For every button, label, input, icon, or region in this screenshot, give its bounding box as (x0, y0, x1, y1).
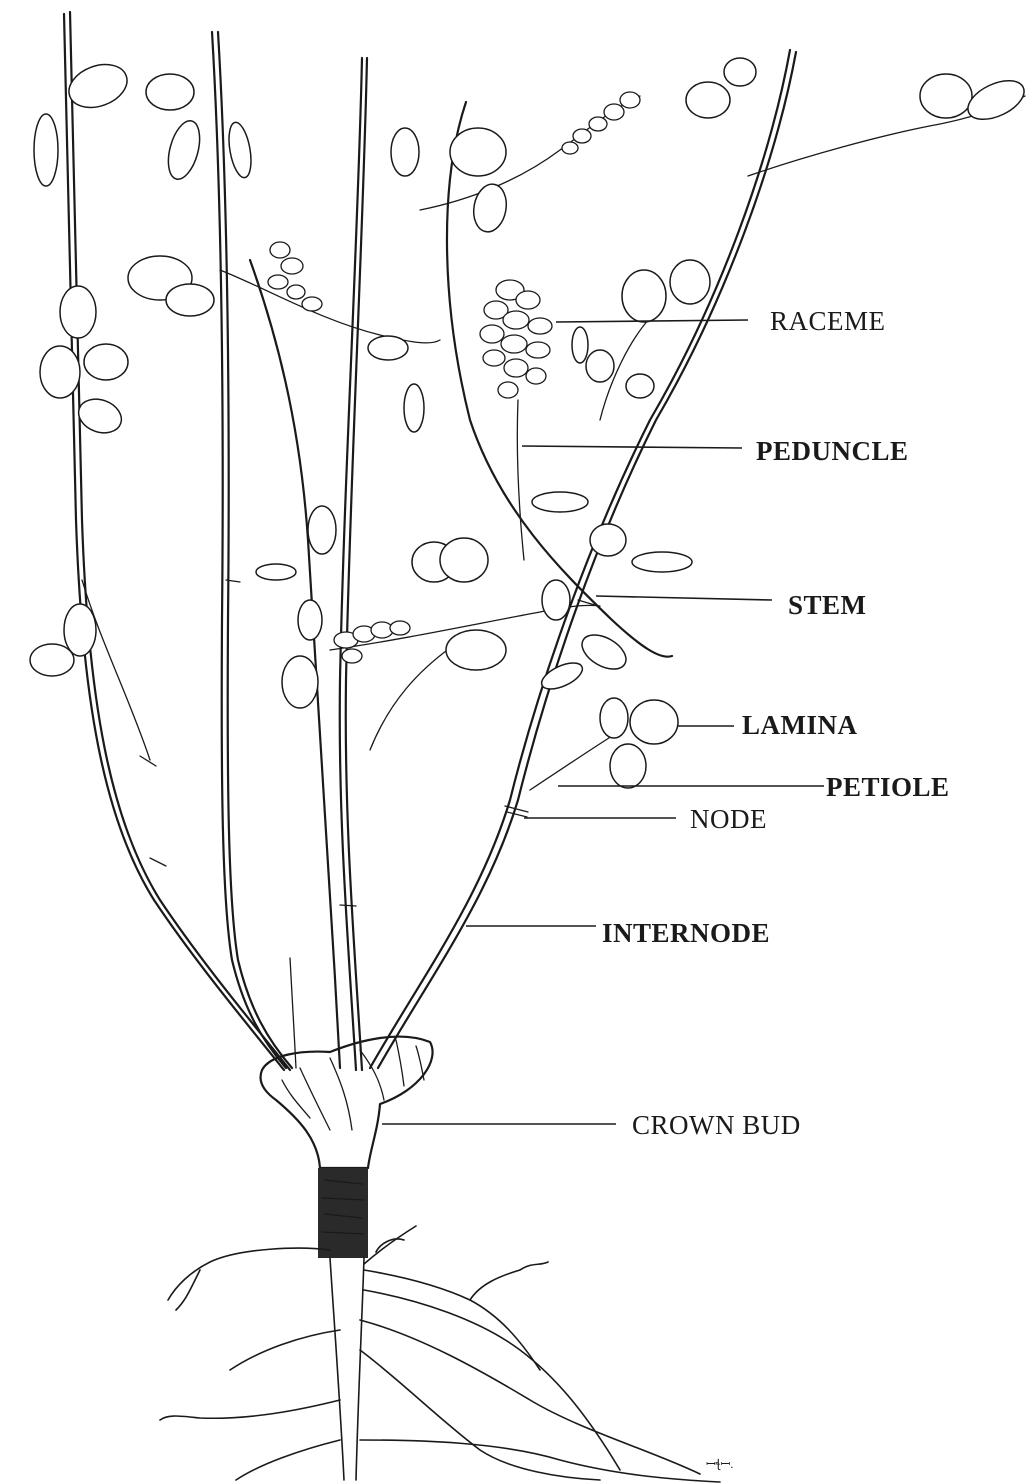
leaflet (63, 57, 133, 115)
leaflet (470, 182, 510, 235)
leaflet (590, 524, 626, 556)
leaflet (74, 393, 126, 438)
leaflet (532, 492, 588, 512)
raceme-left (268, 242, 322, 311)
lamina-leaflet (610, 744, 646, 788)
raceme-center (334, 621, 410, 663)
lamina-leaflet (630, 700, 678, 744)
leader-peduncle (522, 446, 742, 448)
label-petiole: PETIOLE (826, 772, 950, 802)
leaflet (225, 121, 254, 180)
leaflet (40, 346, 80, 398)
leaflet (256, 564, 296, 580)
stem-center (340, 58, 362, 1070)
branch-mid-left (220, 270, 440, 343)
lamina-leaflet (600, 698, 628, 738)
leaflet (626, 374, 654, 398)
stem-left-b (218, 32, 292, 1068)
leaflet (542, 580, 570, 620)
leaflet (622, 270, 666, 322)
branch-raceme-peduncle (517, 400, 524, 560)
leaflet (586, 350, 614, 382)
label-internode: INTERNODE (602, 918, 770, 948)
leaflet (538, 658, 586, 695)
leaflet (391, 128, 419, 176)
taproot-b (356, 1258, 364, 1480)
leaflet (576, 628, 632, 676)
branch-center-leaf (370, 648, 450, 750)
label-lamina: LAMINA (742, 710, 858, 740)
leaflet (298, 600, 322, 640)
leaflet (724, 58, 756, 86)
leaflet (686, 82, 730, 118)
leader-stem (596, 596, 772, 600)
label-peduncle: PEDUNCLE (756, 436, 909, 466)
taproot (330, 1258, 344, 1480)
leader-raceme (556, 320, 748, 322)
crown (261, 1037, 433, 1258)
label-stem: STEM (788, 590, 867, 620)
leaflet (440, 538, 488, 582)
leaflet (30, 644, 74, 676)
stem-left (212, 32, 286, 1068)
stem-short-center (290, 958, 296, 1068)
artist-signature: ꟷꞎꟷ. (706, 1457, 733, 1471)
leaflet (572, 327, 588, 363)
label-crown-bud: CROWN BUD (632, 1110, 801, 1140)
petiole (530, 736, 612, 790)
leaflet (404, 384, 424, 432)
leaflet (308, 506, 336, 554)
leaflet (632, 552, 692, 572)
leaflet (84, 344, 128, 380)
raceme-top-diag (562, 92, 640, 154)
leaflet (670, 260, 710, 304)
leaflet (962, 73, 1030, 127)
leaflet (163, 117, 206, 182)
raceme-main (480, 280, 552, 398)
leaflet (146, 74, 194, 110)
label-raceme: RACEME (770, 306, 886, 336)
leaves (30, 57, 1030, 788)
leaflet (166, 284, 214, 316)
leaflet (920, 74, 972, 118)
leaflet (34, 114, 58, 186)
leaflet (282, 656, 318, 708)
roots (160, 1226, 720, 1482)
leaflet (446, 630, 506, 670)
label-node: NODE (690, 804, 767, 834)
leaflet (450, 128, 506, 176)
leaflet (60, 286, 96, 338)
leaflet (368, 336, 408, 360)
leaflet (64, 604, 96, 656)
